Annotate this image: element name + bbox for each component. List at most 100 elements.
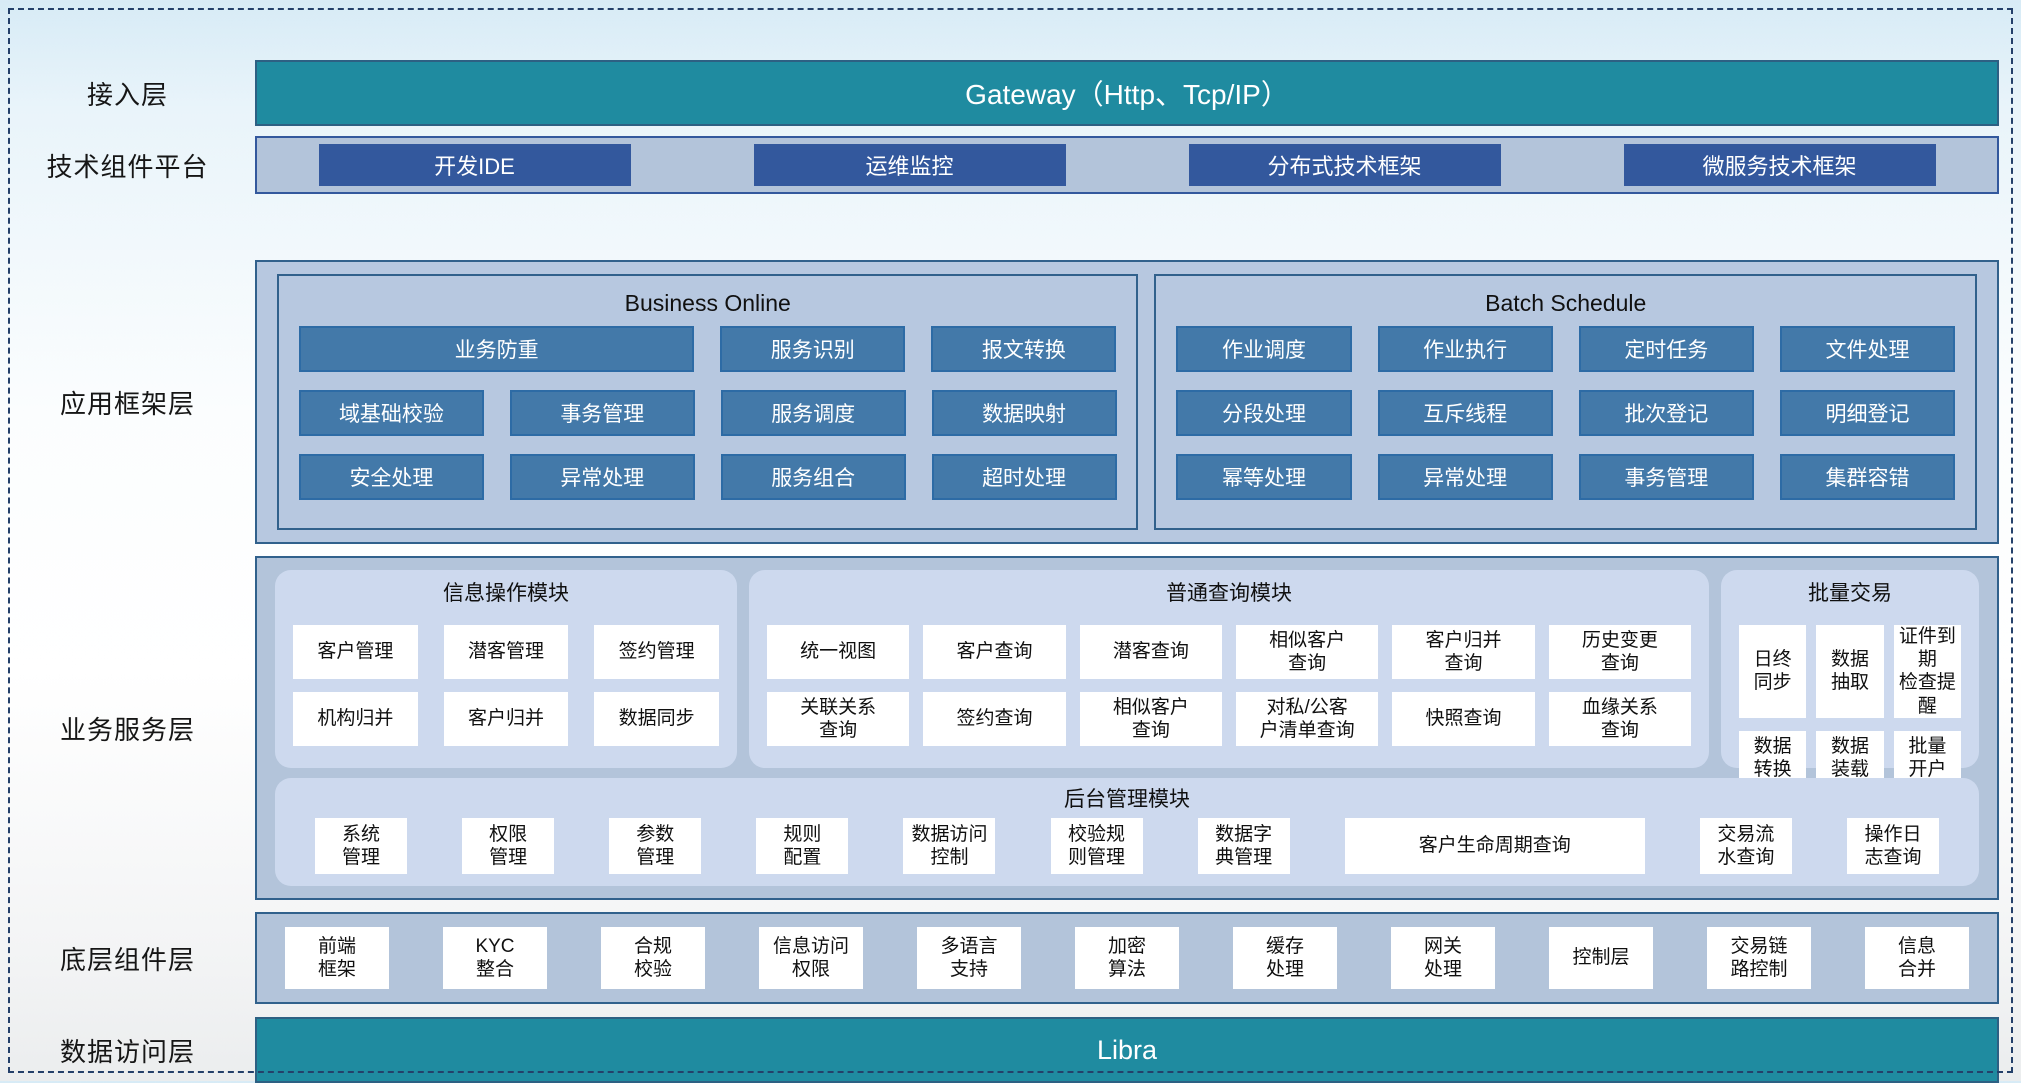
framework-item: 报文转换 [931,326,1117,372]
framework-item: 业务防重 [299,326,695,372]
cells-row: 安全处理异常处理服务组合超时处理 [299,454,1117,500]
service-item: 签约管理 [594,625,719,679]
layer-row-business-service: 业务服务层 信息操作模块 客户管理潜客管理签约管理机构归并客户归并数据同步 普通… [0,556,1999,900]
framework-item: 事务管理 [509,390,695,436]
base-item: KYC 整合 [443,927,547,989]
framework-item: 服务识别 [720,326,906,372]
tech-item: 开发IDE [318,144,631,186]
cells-row: 统一视图客户查询潜客查询相似客户 查询客户归并 查询历史变更 查询 [767,625,1691,679]
framework-item: 超时处理 [931,454,1117,500]
base-item: 信息 合并 [1865,927,1969,989]
service-item: 潜客查询 [1079,625,1222,679]
service-item: 历史变更 查询 [1548,625,1691,679]
batch-trade-title: 批量交易 [1808,582,1892,605]
admin-item: 操作日 志查询 [1847,818,1939,874]
framework-item: 文件处理 [1779,326,1956,372]
cells-row: 日终 同步数据 抽取证件到期 检查提醒 [1739,625,1961,718]
framework-item: 幂等处理 [1176,454,1352,500]
framework-item: 定时任务 [1578,326,1754,372]
service-item: 数据同步 [594,692,719,746]
cells-row: 域基础校验事务管理服务调度数据映射 [299,390,1117,436]
business-service-panel: 信息操作模块 客户管理潜客管理签约管理机构归并客户归并数据同步 普通查询模块 统… [255,556,1999,900]
framework-item: 分段处理 [1176,390,1352,436]
framework-item: 事务管理 [1578,454,1754,500]
base-item: 缓存 处理 [1233,927,1337,989]
common-query-module: 普通查询模块 统一视图客户查询潜客查询相似客户 查询客户归并 查询历史变更 查询… [749,570,1709,768]
service-item: 潜客管理 [443,625,569,679]
framework-item: 批次登记 [1578,390,1754,436]
info-operation-module: 信息操作模块 客户管理潜客管理签约管理机构归并客户归并数据同步 [275,570,737,768]
framework-item: 服务调度 [720,390,906,436]
cells-row: 数据 转换数据 装载批量 开户 [1739,730,1961,785]
admin-item: 校验规 则管理 [1050,818,1143,874]
service-item: 血缘关系 查询 [1548,692,1691,746]
framework-item: 集群容错 [1779,454,1956,500]
common-query-title: 普通查询模块 [1166,582,1292,605]
base-item: 交易链 路控制 [1707,927,1811,989]
batch-schedule-box: Batch Schedule 作业调度作业执行定时任务文件处理分段处理互斥线程批… [1154,274,1977,530]
service-item: 关联关系 查询 [767,692,910,746]
framework-item: 作业调度 [1176,326,1352,372]
layer-label-data-access: 数据访问层 [59,1036,195,1067]
service-item: 证件到期 检查提醒 [1893,625,1961,718]
service-item: 客户归并 查询 [1392,625,1535,679]
framework-item: 作业执行 [1377,326,1553,372]
layer-row-app-framework: 应用框架层 Business Online 业务防重服务识别报文转换域基础校验事… [0,260,1999,544]
admin-module: 后台管理模块 系统 管理权限 管理参数 管理规则 配置数据访问 控制校验规 则管… [275,778,1979,886]
service-item: 数据 转换 [1739,730,1807,785]
tech-item: 运维监控 [753,144,1066,186]
admin-item: 规则 配置 [756,818,849,874]
batch-trade-module: 批量交易 日终 同步数据 抽取证件到期 检查提醒数据 转换数据 装载批量 开户 [1721,570,1979,785]
service-item: 机构归并 [293,692,418,746]
base-item: 信息访问 权限 [759,927,863,989]
service-item: 批量 开户 [1893,730,1961,785]
tech-platform-bar: 开发IDE 运维监控 分布式技术框架 微服务技术框架 [255,136,1999,194]
framework-item: 安全处理 [299,454,484,500]
cells-row: 机构归并客户归并数据同步 [293,692,719,746]
cells-row: 关联关系 查询签约查询相似客户 查询对私/公客 户清单查询快照查询血缘关系 查询 [767,692,1691,746]
cells-row: 幂等处理异常处理事务管理集群容错 [1176,454,1956,500]
service-item: 客户归并 [443,692,569,746]
framework-item: 互斥线程 [1377,390,1553,436]
admin-item: 数据访问 控制 [903,818,996,874]
admin-module-items: 系统 管理权限 管理参数 管理规则 配置数据访问 控制校验规 则管理数据字 典管… [315,818,1939,874]
layer-row-tech-platform: 技术组件平台 开发IDE 运维监控 分布式技术框架 微服务技术框架 [0,136,1999,194]
admin-module-title: 后台管理模块 [1064,788,1190,811]
admin-item: 数据字 典管理 [1197,818,1290,874]
service-item: 数据 装载 [1816,730,1884,785]
service-item: 数据 抽取 [1816,625,1884,718]
service-modules-row: 信息操作模块 客户管理潜客管理签约管理机构归并客户归并数据同步 普通查询模块 统… [275,570,1979,785]
libra-bar: Libra [255,1017,1999,1083]
framework-item: 异常处理 [509,454,695,500]
layer-label-access: 接入层 [86,79,168,110]
layer-row-data-access: 数据访问层 Libra [0,1017,1999,1083]
admin-item: 参数 管理 [609,818,702,874]
service-item: 客户管理 [293,625,418,679]
base-item: 控制层 [1549,927,1653,989]
framework-item: 数据映射 [931,390,1117,436]
admin-item: 权限 管理 [462,818,555,874]
base-item: 多语言 支持 [917,927,1021,989]
framework-item: 异常处理 [1377,454,1553,500]
base-item: 网关 处理 [1391,927,1495,989]
service-item: 统一视图 [767,625,910,679]
gateway-bar: Gateway（Http、Tcp/IP） [255,60,1999,126]
admin-item: 交易流 水查询 [1699,818,1792,874]
service-item: 日终 同步 [1739,625,1807,718]
layer-row-access: 接入层 Gateway（Http、Tcp/IP） [0,60,1999,126]
base-item: 前端 框架 [285,927,389,989]
framework-item: 服务组合 [720,454,906,500]
layer-label-tech-platform: 技术组件平台 [46,151,209,182]
service-item: 相似客户 查询 [1235,625,1379,679]
base-item: 加密 算法 [1075,927,1179,989]
tech-item: 分布式技术框架 [1188,144,1501,186]
framework-item: 明细登记 [1779,390,1956,436]
admin-item: 客户生命周期查询 [1344,818,1645,874]
tech-item: 微服务技术框架 [1623,144,1936,186]
layer-label-business-service: 业务服务层 [59,714,195,745]
app-framework-panel: Business Online 业务防重服务识别报文转换域基础校验事务管理服务调… [255,260,1999,544]
service-item: 签约查询 [923,692,1066,746]
service-item: 客户查询 [923,625,1066,679]
cells-row: 作业调度作业执行定时任务文件处理 [1176,326,1956,372]
